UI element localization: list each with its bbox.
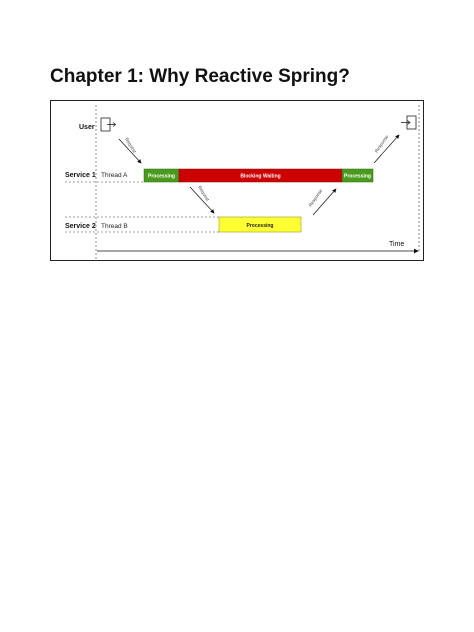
user-enter-icon — [100, 117, 117, 132]
time-axis-label: Time — [389, 241, 404, 248]
thread-a-label: Thread A — [101, 172, 128, 179]
s2-processing-bar — [218, 216, 302, 233]
diagram-canvas: User Service 1 Thread A Processing Block… — [65, 105, 420, 259]
row-label-service-2: Service 2 — [65, 223, 96, 230]
user-request-arrow — [118, 138, 142, 164]
s1-request-label: Request — [197, 185, 211, 202]
s1-blocking-waiting-label: Blocking Waiting — [240, 174, 280, 180]
s1-request-arrow — [189, 186, 215, 214]
chapter-title: Chapter 1: Why Reactive Spring? — [50, 66, 350, 87]
thread-b-label: Thread B — [101, 223, 128, 230]
user-exit-icon — [401, 115, 417, 130]
reactive-timeline-diagram: User Service 1 Thread A Processing Block… — [50, 100, 424, 261]
row-label-service-1: Service 1 — [65, 172, 96, 179]
row-label-user: User — [79, 124, 95, 131]
s2-response-label: Response — [308, 188, 324, 208]
s1-response-label: Response — [374, 134, 390, 154]
s1-processing-end-label: Processing — [344, 174, 371, 180]
s1-processing-start-label: Processing — [148, 174, 175, 180]
s1-processing-end-bar — [341, 168, 374, 183]
s2-processing-label: Processing — [247, 223, 274, 229]
s2-response-arrow — [312, 188, 337, 216]
s1-response-arrow — [373, 134, 400, 164]
